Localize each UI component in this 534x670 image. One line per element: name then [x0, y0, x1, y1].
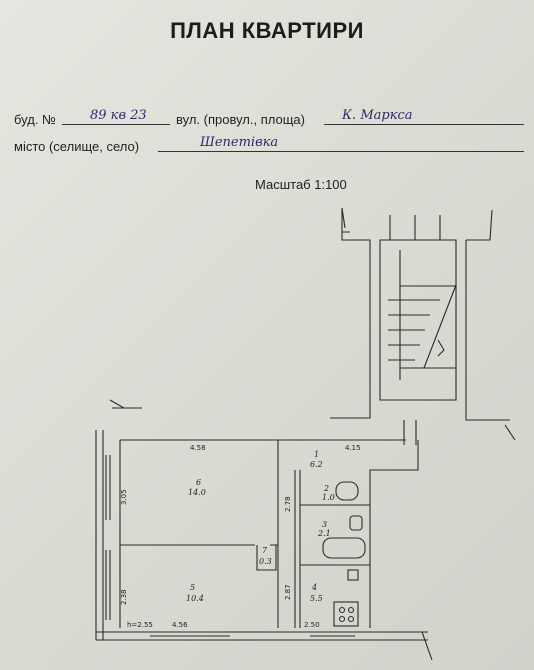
city-underline: [158, 151, 524, 152]
page-title: ПЛАН КВАРТИРИ: [170, 18, 364, 43]
stairwell-box: [379, 239, 457, 401]
room-6-number: 6: [196, 478, 201, 487]
stove-fixture: [333, 601, 359, 627]
left-break: [341, 207, 350, 233]
street-label: вул. (провул., площа): [176, 112, 305, 127]
top-left-marker: [109, 399, 142, 409]
room-7-number: 7: [262, 546, 268, 555]
entrance-jambs: [403, 420, 417, 445]
room-5-area: 10.4: [186, 594, 204, 603]
room-4-number: 4: [311, 583, 317, 592]
room-7-area: 0.3: [259, 557, 272, 566]
dim-458: 4.58: [190, 444, 206, 452]
scale-label: Масштаб 1:100: [255, 177, 347, 192]
city-label: місто (селище, село): [14, 139, 140, 154]
room-5-number: 5: [190, 583, 195, 592]
window-bottom-5: [150, 631, 230, 637]
window-left-upper: [105, 455, 111, 520]
room-4-area: 5.5: [310, 594, 323, 603]
outer-bottom-wall: [96, 631, 428, 641]
outer-left-wall: [95, 430, 104, 640]
city-value: Шепетівка: [200, 135, 279, 150]
dim-250: 2.50: [304, 621, 320, 629]
dim-278: 2.78: [284, 496, 292, 512]
dim-287: 2.87: [284, 584, 292, 600]
stair-diagonal: [423, 284, 457, 369]
bathtub-fixture: [322, 537, 366, 559]
toilet-fixture: [335, 481, 359, 501]
building-label: буд. №: [14, 112, 56, 127]
bath-left-wall: [294, 470, 301, 628]
building-value: 89 кв 23: [90, 108, 147, 123]
dim-456: 4.56: [172, 621, 188, 629]
dim-415: 4.15: [345, 444, 361, 452]
right-break: [466, 209, 493, 241]
closet-7: [256, 545, 277, 571]
room-1-area: 6.2: [310, 460, 323, 469]
room-2-number: 2: [323, 484, 329, 493]
hall-walls: [278, 439, 419, 628]
dim-305: 3.05: [120, 489, 128, 505]
stair-arrow: [437, 339, 445, 357]
bath-dividers: [300, 504, 370, 566]
kitchen-sink: [347, 569, 359, 581]
bottom-break-mark: [421, 631, 433, 661]
room-2-area: 1.0: [322, 493, 335, 502]
stair-top-lines: [389, 215, 441, 240]
dim-height: h=2.55: [127, 621, 153, 629]
stair-treads: [388, 299, 440, 361]
right-upper-wall: [465, 240, 510, 421]
right-break-mark: [504, 424, 516, 441]
street-value: К. Маркса: [342, 108, 413, 123]
room-6-area: 14.0: [188, 488, 206, 497]
left-upper-wall: [330, 208, 371, 419]
dim-238: 2.38: [120, 589, 128, 605]
building-underline: [62, 124, 170, 125]
window-bottom-4: [310, 631, 355, 637]
room-1-number: 1: [314, 450, 319, 459]
window-left-lower: [105, 550, 111, 620]
room-3-number: 3: [322, 520, 327, 529]
sink-fixture: [349, 515, 363, 531]
room-3-area: 2.1: [317, 529, 331, 538]
street-underline: [324, 124, 524, 125]
